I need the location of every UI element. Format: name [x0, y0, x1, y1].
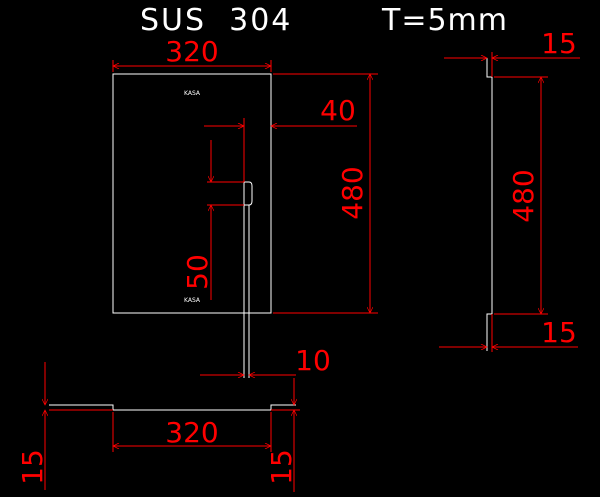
front-plate-outline: [112, 73, 272, 314]
bottom-profile-outline: [49, 404, 296, 411]
side-height-dimension: [494, 77, 548, 314]
title-material: SUS 304: [140, 3, 292, 38]
front-width-label: 320: [165, 35, 218, 68]
bottom-left-flange-label: 15: [16, 449, 49, 485]
bottom-right-flange-dimension: [271, 378, 300, 492]
front-view: KASA KASA 320 480 40 50: [113, 35, 378, 378]
title-thickness: T=5mm: [381, 3, 508, 38]
side-view: 480 15 15: [439, 27, 580, 352]
side-bottom-flange-dimension: [439, 314, 578, 352]
bottom-width-dimension: [113, 412, 271, 452]
side-profile-outline: [486, 58, 493, 351]
slot-width-label: 10: [295, 344, 331, 377]
side-top-flange-label: 15: [541, 27, 577, 60]
slot-offset-label: 40: [320, 94, 356, 127]
slot-height-dimension: [207, 140, 244, 300]
side-height-label: 480: [507, 169, 540, 222]
front-slot-outline: [243, 181, 253, 206]
bottom-view: 320 15 15: [16, 362, 300, 492]
front-width-dimension: [113, 60, 271, 72]
slot-height-label: 50: [181, 254, 214, 290]
front-height-label: 480: [336, 166, 369, 219]
side-top-flange-dimension: [444, 52, 580, 77]
bottom-left-flange-dimension: [45, 362, 113, 490]
bottom-width-label: 320: [165, 416, 218, 449]
bottom-right-flange-label: 15: [265, 449, 298, 485]
logo-bottom: KASA: [184, 297, 201, 304]
logo-top: KASA: [184, 90, 201, 97]
front-height-dimension: [273, 74, 378, 313]
side-bottom-flange-label: 15: [541, 316, 577, 349]
slot-offset-dimension: [204, 118, 357, 182]
